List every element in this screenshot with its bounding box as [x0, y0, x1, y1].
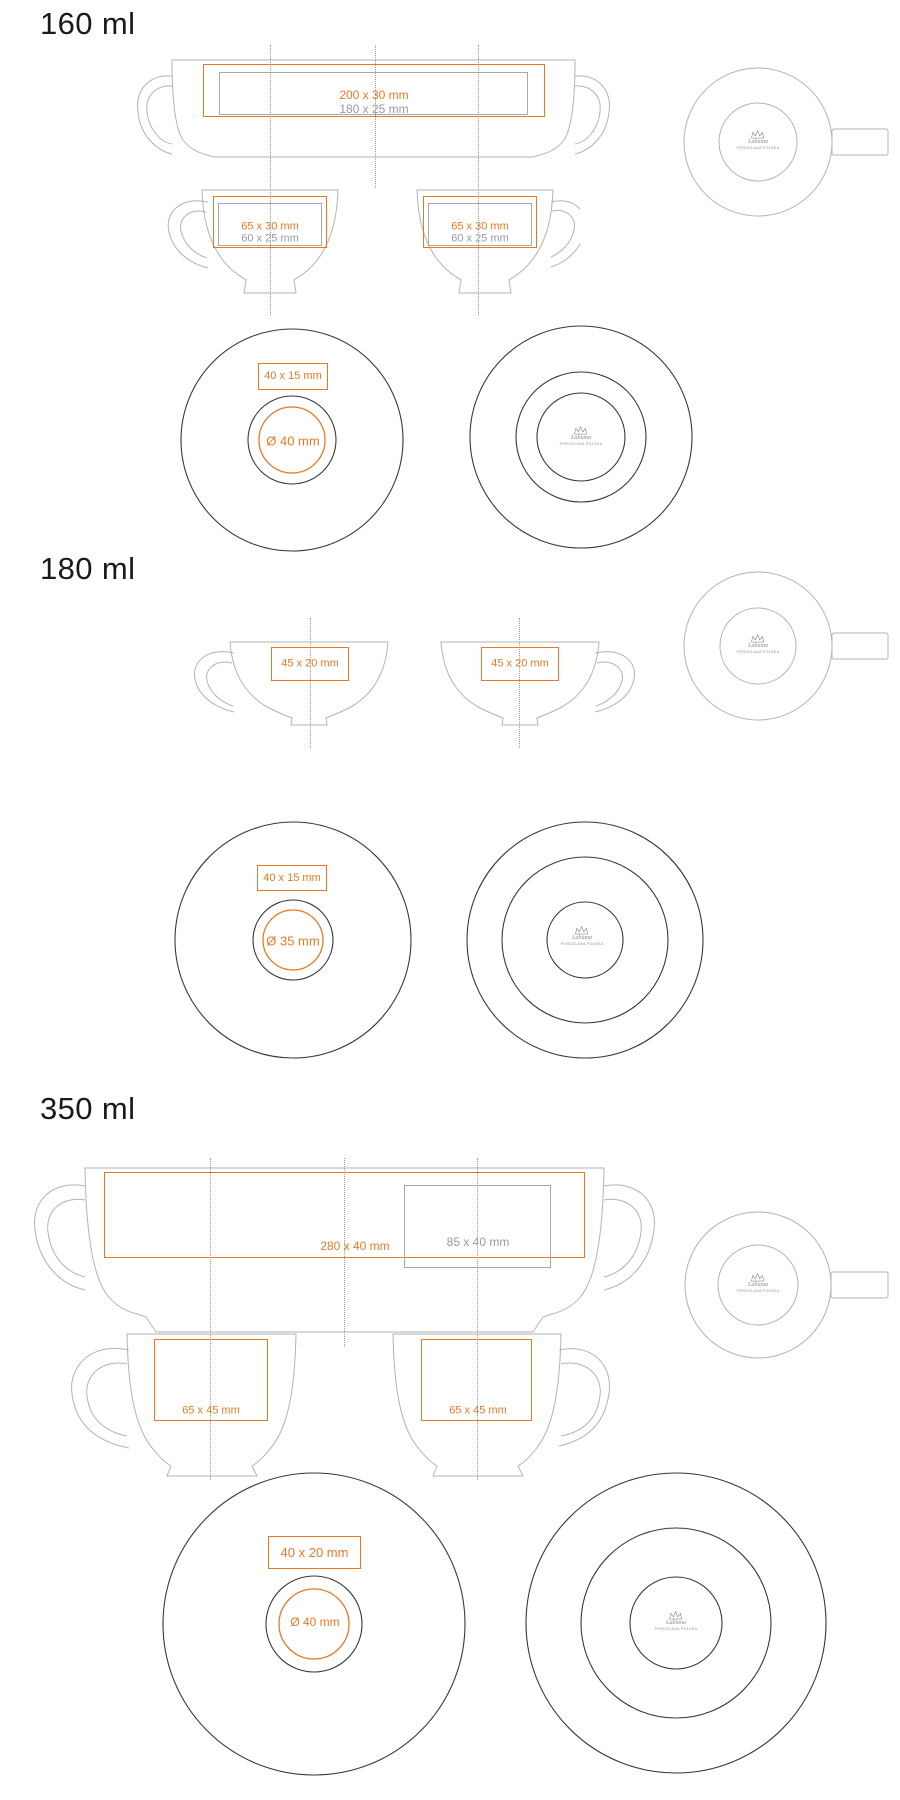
centerline-dotted — [270, 45, 271, 315]
handle-top-view-icon — [831, 632, 889, 660]
saucer-print-area-label-350: 40 x 20 mm — [280, 1545, 349, 1560]
centerline-dotted — [210, 1158, 211, 1480]
cup-bottom-view-350 — [684, 1211, 889, 1359]
brand-name: Lubiana — [747, 643, 768, 650]
cup-print-area-label-160-right: 65 x 30 mm — [451, 220, 509, 233]
cup-safe-area-160-right — [428, 203, 532, 246]
centerline-dotted — [375, 45, 376, 188]
right-handle-icon — [558, 1348, 610, 1447]
saucer-print-area-160: 40 x 15 mm — [258, 363, 328, 390]
saucer-print-area-350: 40 x 20 mm — [268, 1536, 361, 1569]
cup-print-area-160-left — [213, 196, 327, 248]
cup-print-area-180-right — [481, 647, 559, 681]
saucer-print-area-label-160: 40 x 15 mm — [264, 370, 322, 382]
right-handle-icon — [550, 200, 580, 268]
crown-icon — [751, 634, 765, 643]
wrap-safe-area-label-160: 180 x 25 mm — [339, 102, 409, 116]
brand-logo: Lubiana PORCELANA POLSKA — [560, 426, 603, 446]
cup-print-area-label-180-left: 45 x 20 mm — [281, 657, 339, 670]
wrap-handle-area-label-350: 85 x 40 mm — [446, 1235, 510, 1249]
cup-wrap-outline-160 — [137, 59, 610, 158]
cup-print-area-350-left — [154, 1339, 268, 1421]
handle-top-view-icon — [830, 1271, 889, 1299]
brand-name: Lubiana — [747, 139, 768, 146]
brand-name: Lubiana — [747, 1282, 768, 1289]
saucer-print-area-label-180: 40 x 15 mm — [263, 871, 321, 884]
brand-subtext: PORCELANA POLSKA — [654, 1626, 698, 1631]
saucer-base-diameter-label-180: Ø 35 mm — [266, 933, 320, 949]
brand-name: Lubiana — [570, 435, 591, 442]
brand-subtext: PORCELANA POLSKA — [560, 941, 604, 946]
wrap-print-area-label-160: 200 x 30 mm — [339, 88, 409, 102]
cup-print-area-180-left — [271, 647, 349, 681]
wrap-print-area-160 — [203, 64, 545, 117]
saucer-bottom-view-350 — [162, 1472, 466, 1776]
brand-logo: Lubiana PORCELANA POLSKA — [561, 926, 604, 946]
size-title-160ml: 160 ml — [40, 6, 136, 41]
size-title-180ml: 180 ml — [40, 551, 136, 586]
centerline-dotted — [478, 45, 479, 315]
cup-safe-area-label-160-left: 60 x 25 mm — [241, 232, 299, 245]
left-handle-icon — [137, 75, 173, 155]
cup-side-views-180 — [193, 641, 636, 726]
crown-icon — [751, 130, 765, 139]
brand-logo: Lubiana PORCELANA POLSKA — [655, 1611, 698, 1631]
left-handle-icon — [167, 200, 209, 269]
brand-name: Lubiana — [665, 1620, 686, 1627]
cup-print-area-label-350-right: 65 x 45 mm — [449, 1404, 507, 1417]
size-title-350ml: 350 ml — [40, 1091, 136, 1126]
cup-print-area-160-right — [423, 196, 537, 248]
centerline-dotted — [344, 1158, 345, 1347]
crown-icon — [574, 426, 588, 435]
right-handle-icon — [574, 75, 610, 155]
brand-subtext: PORCELANA POLSKA — [736, 1288, 780, 1293]
cup-safe-area-160-left — [218, 203, 322, 246]
centerline-dotted — [310, 618, 311, 748]
cup-print-area-label-350-left: 65 x 45 mm — [182, 1404, 240, 1417]
right-handle-icon — [603, 1184, 655, 1291]
cup-bottom-view-180 — [683, 571, 889, 721]
centerline-dotted — [477, 1158, 478, 1480]
centerline-dotted — [519, 618, 520, 748]
cup-safe-area-label-160-right: 60 x 25 mm — [451, 232, 509, 245]
saucer-top-view-350 — [525, 1472, 827, 1774]
brand-subtext: PORCELANA POLSKA — [736, 145, 780, 150]
brand-logo: Lubiana PORCELANA POLSKA — [737, 634, 780, 654]
cup-print-area-350-right — [421, 1339, 532, 1421]
saucer-bottom-view-180 — [174, 821, 412, 1059]
saucer-base-diameter-label-350: Ø 40 mm — [290, 1615, 340, 1629]
handle-top-view-icon — [831, 128, 889, 156]
brand-name: Lubiana — [571, 935, 592, 942]
cup-side-views-350 — [71, 1333, 610, 1477]
crown-icon — [575, 926, 589, 935]
wrap-print-area-label-350: 280 x 40 mm — [320, 1239, 390, 1253]
right-handle-icon — [594, 651, 636, 713]
left-handle-icon — [193, 651, 235, 713]
saucer-bottom-view-160 — [180, 328, 404, 552]
cup-print-area-label-180-right: 45 x 20 mm — [491, 657, 549, 670]
saucer-top-view-160 — [469, 325, 693, 549]
saucer-top-view-180 — [466, 821, 704, 1059]
left-handle-icon — [71, 1347, 130, 1449]
brand-subtext: PORCELANA POLSKA — [559, 441, 603, 446]
cup-print-area-label-160-left: 65 x 30 mm — [241, 220, 299, 233]
saucer-base-diameter-label-160: Ø 40 mm — [266, 433, 320, 449]
cup-wrap-outline-350 — [34, 1167, 655, 1333]
brand-logo: Lubiana PORCELANA POLSKA — [737, 1273, 780, 1293]
left-handle-icon — [34, 1184, 86, 1291]
crown-icon — [751, 1273, 765, 1282]
cup-bottom-view-160 — [683, 67, 889, 217]
saucer-print-area-180: 40 x 15 mm — [257, 865, 327, 891]
wrap-safe-area-160 — [219, 72, 528, 115]
brand-subtext: PORCELANA POLSKA — [736, 649, 780, 654]
crown-icon — [669, 1611, 683, 1620]
brand-logo: Lubiana PORCELANA POLSKA — [737, 130, 780, 150]
